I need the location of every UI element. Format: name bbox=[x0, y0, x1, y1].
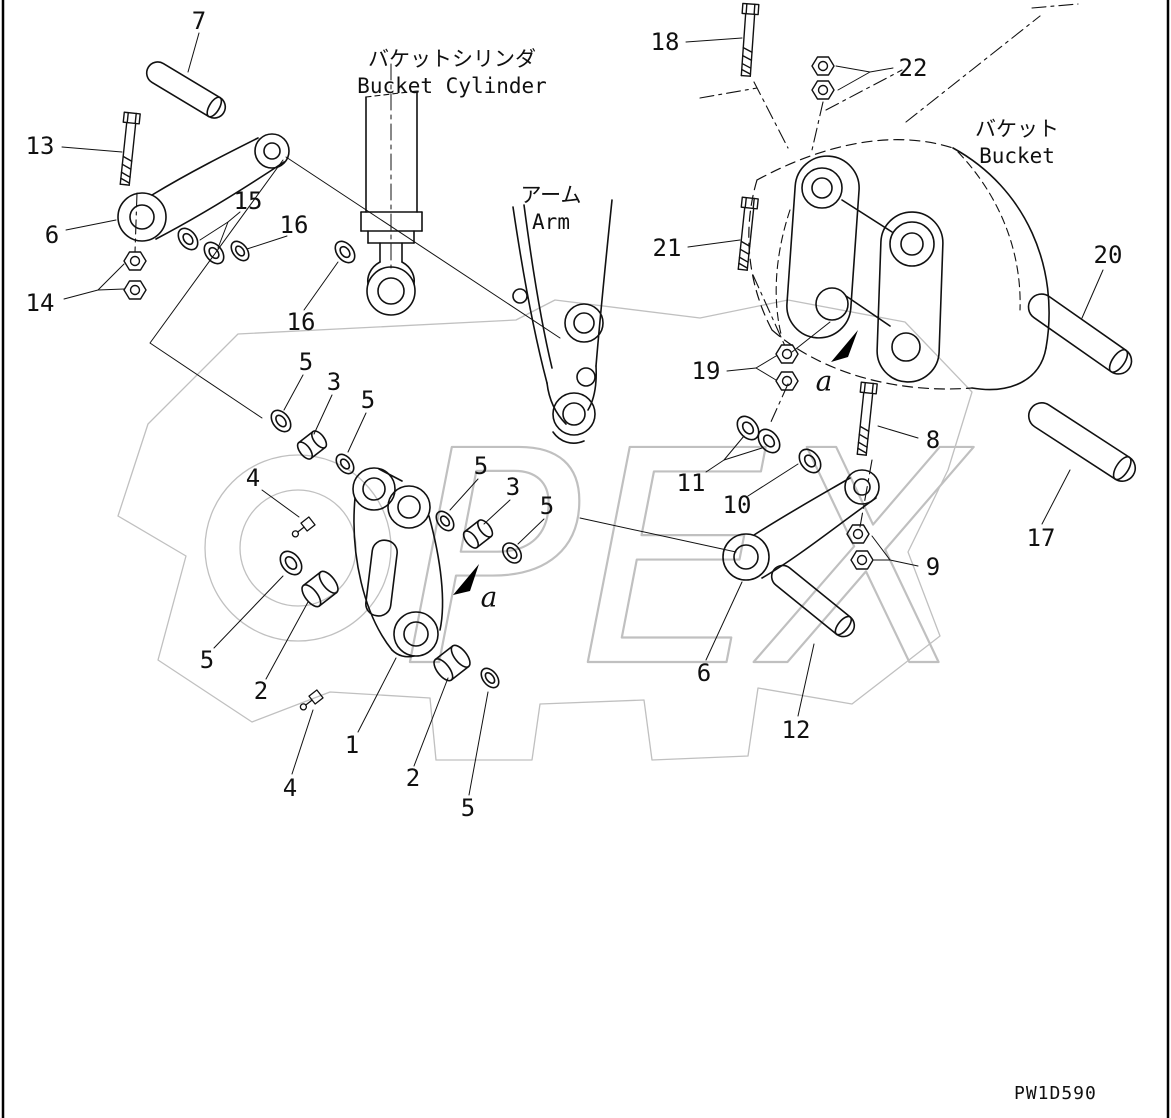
callout-part-21: 21 bbox=[652, 234, 682, 262]
callout-part-5d: 5 bbox=[539, 492, 555, 520]
callout-part-2b: 2 bbox=[405, 764, 421, 792]
callout-part-16b: 16 bbox=[286, 308, 316, 336]
callout-part-19: 19 bbox=[691, 357, 721, 385]
bucket-label: バケット Bucket bbox=[975, 116, 1059, 170]
callout-part-16: 16 bbox=[279, 211, 309, 239]
callout-part-5f: 5 bbox=[460, 794, 476, 822]
callout-part-13: 13 bbox=[25, 132, 55, 160]
drawing-code: PW1D590 bbox=[1014, 1083, 1097, 1104]
pin-7-drawing bbox=[145, 61, 227, 119]
bucket-cylinder-drawing bbox=[360, 63, 423, 316]
washers-and-rings bbox=[177, 227, 822, 689]
link-6-left-drawing bbox=[117, 133, 290, 242]
bolt-8-drawing bbox=[856, 381, 878, 456]
callout-part-10: 10 bbox=[722, 491, 752, 519]
pin-17-drawing bbox=[1027, 402, 1137, 482]
view-marker-a-2: a bbox=[815, 364, 833, 398]
bucket-cylinder-label-jp: バケットシリンダ bbox=[368, 47, 536, 71]
callout-part-4b: 4 bbox=[282, 774, 298, 802]
bucket-cylinder-label-en: Bucket Cylinder bbox=[357, 74, 547, 98]
callout-part-2a: 2 bbox=[253, 677, 269, 705]
arm-label: アーム Arm bbox=[520, 182, 581, 236]
leader-lines bbox=[61, 32, 1104, 796]
bolt-13-drawing bbox=[119, 111, 141, 186]
pin-20-drawing bbox=[1027, 293, 1133, 375]
grease-fittings bbox=[291, 516, 324, 711]
callout-part-6: 6 bbox=[44, 221, 60, 249]
callout-part-18: 18 bbox=[650, 28, 680, 56]
view-marker-a-1: a bbox=[480, 580, 498, 614]
callout-part-15: 15 bbox=[233, 187, 263, 215]
callout-part-4a: 4 bbox=[245, 464, 261, 492]
bushings bbox=[296, 430, 494, 682]
callout-part-12: 12 bbox=[781, 716, 811, 744]
h-link-drawing bbox=[352, 467, 444, 658]
link-6-right-drawing bbox=[722, 469, 880, 581]
callout-part-3a: 3 bbox=[326, 368, 342, 396]
pin-12-drawing bbox=[770, 564, 856, 638]
bucket-label-en: Bucket bbox=[979, 144, 1055, 168]
callout-part-1: 1 bbox=[344, 731, 360, 759]
pins bbox=[145, 61, 1137, 638]
callout-part-22: 22 bbox=[898, 54, 928, 82]
view-arrows bbox=[453, 330, 858, 595]
arm-label-jp: アーム bbox=[520, 183, 582, 207]
callout-part-3b: 3 bbox=[505, 473, 521, 501]
bolt-18-drawing bbox=[740, 2, 760, 77]
callout-part-7: 7 bbox=[191, 7, 207, 35]
arm-drawing bbox=[512, 199, 613, 444]
bucket-drawing bbox=[748, 139, 1050, 391]
callout-part-5c: 5 bbox=[473, 452, 489, 480]
callout-part-20: 20 bbox=[1093, 241, 1123, 269]
bolts bbox=[119, 2, 878, 456]
callout-part-8: 8 bbox=[925, 426, 941, 454]
watermark-graphics: PEX bbox=[117, 299, 975, 761]
callout-part-5e: 5 bbox=[199, 646, 215, 674]
callout-part-5b: 5 bbox=[360, 386, 376, 414]
callout-part-17: 17 bbox=[1026, 524, 1056, 552]
callout-part-14: 14 bbox=[25, 289, 55, 317]
bucket-cylinder-label: バケットシリンダ Bucket Cylinder bbox=[357, 46, 547, 100]
callout-part-9: 9 bbox=[925, 553, 941, 581]
arm-label-en: Arm bbox=[532, 210, 570, 234]
callout-part-6b: 6 bbox=[696, 659, 712, 687]
callout-part-5a: 5 bbox=[298, 348, 314, 376]
nuts bbox=[123, 56, 874, 570]
bolt-21-drawing bbox=[737, 196, 759, 271]
bucket-label-jp: バケット bbox=[975, 117, 1059, 141]
callout-part-11: 11 bbox=[676, 469, 706, 497]
